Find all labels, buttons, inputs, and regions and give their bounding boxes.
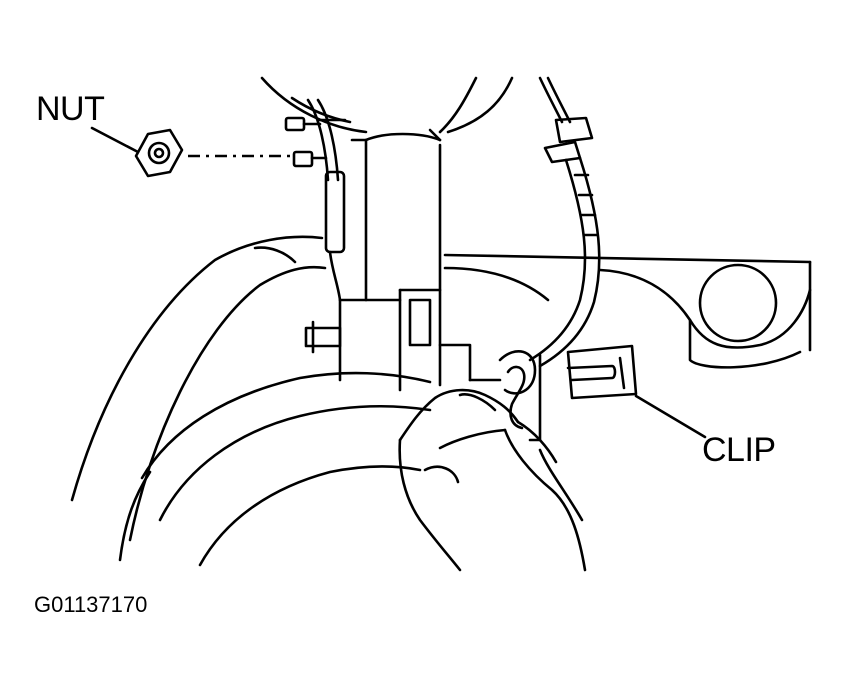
tire-outline	[118, 371, 432, 567]
brake-line-left	[306, 98, 347, 302]
hose-fitting	[498, 350, 537, 430]
clip-leader	[634, 394, 707, 439]
stud-bolt	[284, 116, 328, 168]
figure-id: G01137170	[34, 592, 148, 617]
nut-icon	[134, 128, 184, 178]
hand-illustration	[398, 388, 587, 572]
strut-tube	[260, 76, 514, 302]
clip-icon	[566, 344, 638, 400]
side-panel	[443, 253, 812, 369]
nut-label: NUT	[36, 90, 104, 128]
clip-label: CLIP	[702, 431, 776, 469]
brake-hose	[528, 76, 601, 368]
nut-leader	[90, 126, 140, 154]
wheel-well	[70, 235, 327, 542]
strut-bracket	[304, 288, 542, 442]
